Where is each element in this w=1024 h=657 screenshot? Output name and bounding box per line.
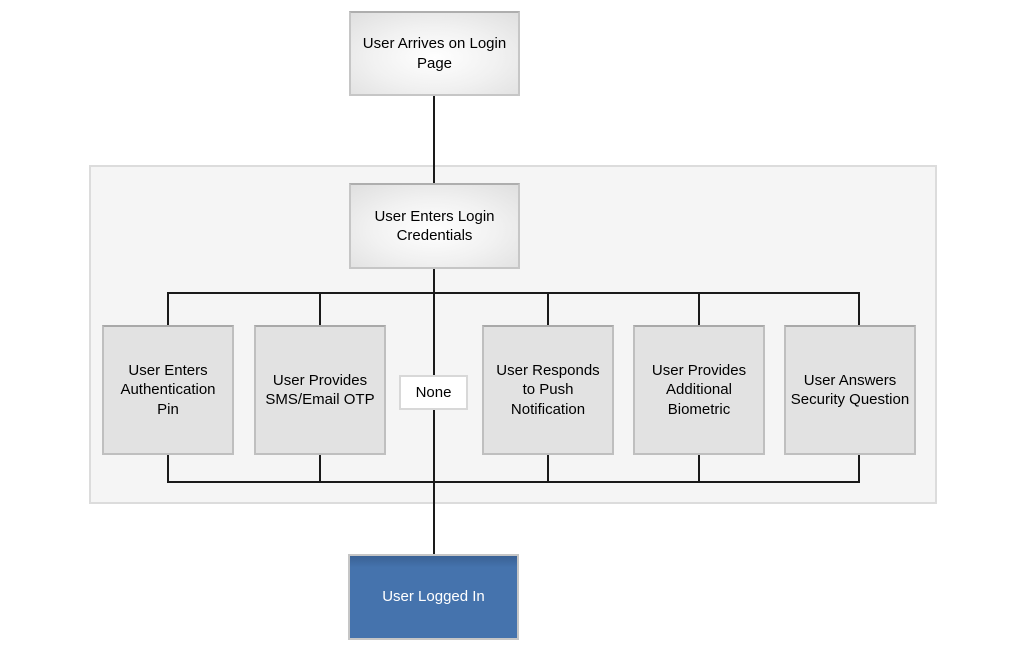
connector-stub-top-5 <box>858 292 860 325</box>
node-label: User Provides Additional Biometric <box>651 362 747 418</box>
node-label: User Logged In <box>382 588 485 606</box>
connector-credentials-to-end <box>433 268 435 555</box>
node-user-arrives-login-page: User Arrives on Login Page <box>349 11 520 96</box>
node-label: User Provides SMS/Email OTP <box>265 371 375 408</box>
node-label: User Arrives on Login Page <box>362 35 507 72</box>
branch-condition-none: None <box>399 375 468 410</box>
node-user-enters-authentication-pin: User Enters Authentication Pin <box>102 325 234 455</box>
node-label: User Responds to Push Notification <box>496 362 600 418</box>
node-user-logged-in: User Logged In <box>348 554 519 640</box>
connector-stub-top-3 <box>547 292 549 325</box>
connector-stub-bottom-1 <box>167 455 169 483</box>
connector-stub-top-1 <box>167 292 169 325</box>
connector-stub-bottom-3 <box>547 455 549 483</box>
node-label: User Enters Login Credentials <box>374 207 495 244</box>
node-label: User Answers Security Question <box>790 371 910 408</box>
node-user-provides-sms-email-otp: User Provides SMS/Email OTP <box>254 325 386 455</box>
connector-branch-rail-bottom <box>167 481 860 483</box>
connector-stub-bottom-4 <box>698 455 700 483</box>
connector-stub-top-2 <box>319 292 321 325</box>
node-user-enters-credentials: User Enters Login Credentials <box>349 183 520 269</box>
node-user-provides-additional-biometric: User Provides Additional Biometric <box>633 325 765 455</box>
connector-start-to-credentials <box>433 96 435 184</box>
node-user-answers-security-question: User Answers Security Question <box>784 325 916 455</box>
connector-stub-bottom-5 <box>858 455 860 483</box>
node-label: User Enters Authentication Pin <box>120 362 216 418</box>
connector-branch-rail-top <box>167 292 860 294</box>
condition-label: None <box>415 384 452 401</box>
node-user-responds-push-notification: User Responds to Push Notification <box>482 325 614 455</box>
connector-stub-bottom-2 <box>319 455 321 483</box>
connector-stub-top-4 <box>698 292 700 325</box>
